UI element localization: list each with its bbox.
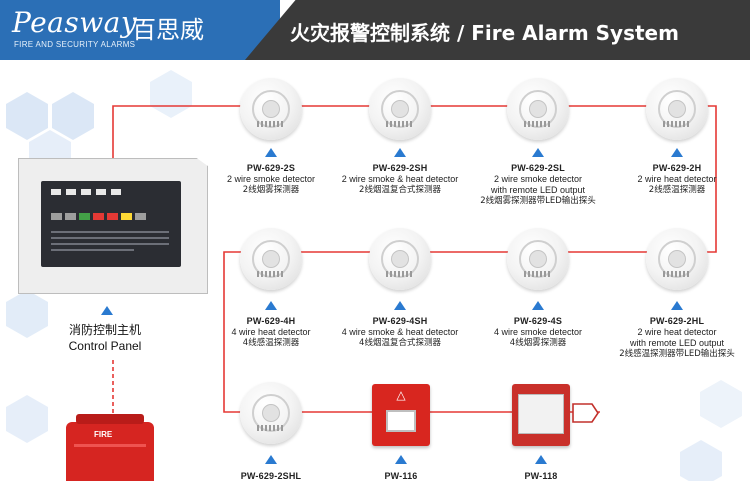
alarm-button-switch-icon xyxy=(572,403,599,423)
siren-label: FIRE xyxy=(94,430,113,439)
smoke-heat-detector-icon[interactable] xyxy=(369,78,431,140)
flame-icon: △ xyxy=(396,388,406,402)
call-point-glass xyxy=(386,410,416,432)
arrow-up-icon xyxy=(395,455,407,464)
panel-key xyxy=(93,213,104,220)
arrow-up-icon xyxy=(671,148,683,157)
smoke-heat-detector-icon[interactable] xyxy=(369,228,431,290)
bg-hexagon xyxy=(52,92,94,140)
panel-key xyxy=(65,213,76,220)
led-indicator xyxy=(51,189,61,195)
smoke-detector-icon[interactable] xyxy=(507,228,569,290)
heat-detector-icon[interactable] xyxy=(240,228,302,290)
bg-hexagon xyxy=(6,92,48,140)
brand-name-cn: 百思威 xyxy=(132,16,204,44)
arrow-up-icon xyxy=(265,301,277,310)
panel-key xyxy=(107,213,118,220)
control-panel-label: 消防控制主机 Control Panel xyxy=(68,323,142,353)
panel-key xyxy=(135,213,146,220)
arrow-up-icon xyxy=(394,301,406,310)
device-label: PW-118 xyxy=(524,471,558,481)
led-indicator xyxy=(81,189,91,195)
wire-bus-top xyxy=(112,105,717,413)
brand-tagline: FIRE AND SECURITY ALARMS xyxy=(14,40,136,49)
siren-cap xyxy=(76,414,144,424)
smoke-detector-led-icon[interactable] xyxy=(507,78,569,140)
panel-instructions xyxy=(51,231,169,255)
bg-hexagon xyxy=(6,395,48,443)
bg-hexagon xyxy=(6,290,48,338)
device-label: PW-629-2SHL xyxy=(240,471,302,481)
bg-hexagon xyxy=(700,380,742,428)
led-indicator xyxy=(66,189,76,195)
led-indicator xyxy=(96,189,106,195)
brand-name: Peasway xyxy=(12,6,138,39)
panel-buttons xyxy=(51,213,146,220)
arrow-up-icon xyxy=(535,455,547,464)
heat-detector-icon[interactable] xyxy=(646,78,708,140)
header: Peasway 百思威 FIRE AND SECURITY ALARMS 火灾报… xyxy=(0,0,750,60)
smoke-heat-detector-led-icon[interactable] xyxy=(240,382,302,444)
title-bar xyxy=(245,0,750,60)
arrow-up-icon xyxy=(532,148,544,157)
fire-siren[interactable]: FIRE xyxy=(66,414,154,481)
alarm-button-face xyxy=(518,394,564,434)
arrow-up-icon xyxy=(532,301,544,310)
control-panel[interactable] xyxy=(18,158,208,294)
alarm-button-icon[interactable] xyxy=(512,384,570,446)
brand-logo: Peasway 百思威 FIRE AND SECURITY ALARMS xyxy=(0,0,280,60)
panel-key xyxy=(51,213,62,220)
control-panel-front xyxy=(41,181,181,267)
arrow-up-icon xyxy=(101,306,113,315)
signal-wires xyxy=(112,105,717,416)
device-label: PW-116 xyxy=(384,471,418,481)
siren-stripe xyxy=(74,444,146,447)
panel-key xyxy=(121,213,132,220)
bg-hexagon xyxy=(150,70,192,118)
arrow-up-icon xyxy=(671,301,683,310)
led-indicator xyxy=(111,189,121,195)
arrow-up-icon xyxy=(394,148,406,157)
heat-detector-led-icon[interactable] xyxy=(646,228,708,290)
smoke-detector-icon[interactable] xyxy=(240,78,302,140)
indicator-leds xyxy=(51,189,121,195)
manual-call-point-icon[interactable]: △ xyxy=(372,384,430,446)
arrow-up-icon xyxy=(265,148,277,157)
arrow-up-icon xyxy=(265,455,277,464)
panel-key xyxy=(79,213,90,220)
page-title: 火灾报警控制系统 / Fire Alarm System xyxy=(290,21,679,45)
